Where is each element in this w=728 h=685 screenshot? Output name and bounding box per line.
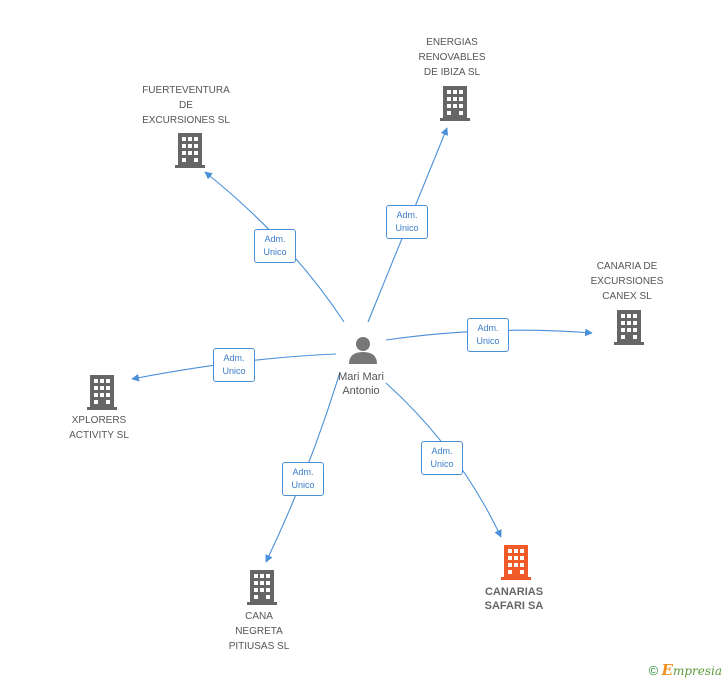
- company-label-canaria[interactable]: CANARIA DE EXCURSIONES CANEX SL: [590, 261, 664, 302]
- company-label-xplorers[interactable]: XPLORERS ACTIVITY SL: [69, 415, 129, 441]
- company-label-energias[interactable]: ENERGIAS RENOVABLES DE IBIZA SL: [418, 37, 486, 78]
- brand-initial: E: [661, 661, 673, 679]
- relation-badge-energias[interactable]: Adm.Unico: [386, 205, 428, 239]
- building-icon-energias[interactable]: [440, 86, 470, 121]
- company-label-canarias[interactable]: CANARIAS SAFARI SA: [484, 586, 544, 612]
- building-icon-xplorers[interactable]: [87, 375, 117, 410]
- building-icon-canarias[interactable]: [501, 545, 531, 580]
- copyright-symbol: ©: [648, 663, 659, 678]
- building-icon-fuerteventura[interactable]: [175, 133, 205, 168]
- relation-badge-xplorers[interactable]: Adm.Unico: [213, 348, 255, 382]
- footer-brand: © Empresia: [649, 661, 722, 679]
- relation-badge-canarias[interactable]: Adm.Unico: [421, 441, 463, 475]
- building-icon-cana[interactable]: [247, 570, 277, 605]
- building-icon-canaria[interactable]: [614, 310, 644, 345]
- person-name-label[interactable]: Mari Mari Antonio: [338, 371, 384, 397]
- person-icon[interactable]: [349, 337, 377, 364]
- company-label-cana[interactable]: CANA NEGRETA PITIUSAS SL: [228, 611, 290, 652]
- relation-badge-canaria[interactable]: Adm.Unico: [467, 318, 509, 352]
- company-label-fuerteventura[interactable]: FUERTEVENTURA DE EXCURSIONES SL: [142, 85, 230, 126]
- brand-name: mpresia: [672, 664, 722, 678]
- relation-badge-fuerteventura[interactable]: Adm.Unico: [254, 229, 296, 263]
- relation-badge-cana[interactable]: Adm.Unico: [282, 462, 324, 496]
